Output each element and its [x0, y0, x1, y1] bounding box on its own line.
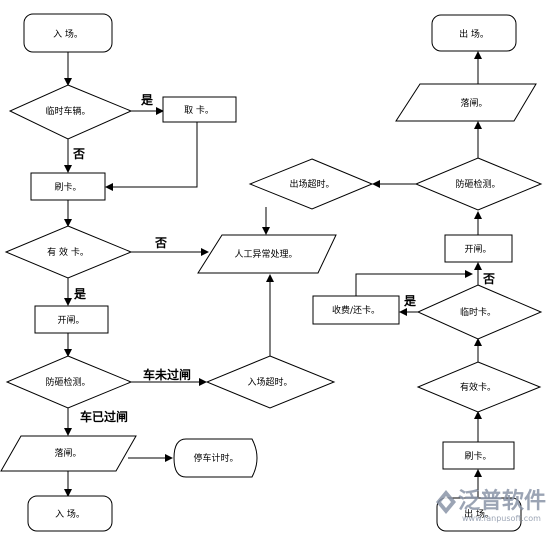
node-drop-gate-left: 落闸。 — [0, 435, 137, 472]
process-shape — [312, 295, 400, 325]
edge-label-no-swipe: 否 — [72, 147, 85, 161]
node-label: 临时卡。 — [460, 306, 496, 318]
node-entry-timeout: 入场超时。 — [205, 355, 336, 409]
node-label: 临时车辆。 — [45, 105, 90, 117]
node-drop-gate-right: 落闸。 — [395, 83, 537, 122]
decision-shape — [416, 361, 542, 413]
decision-shape — [416, 284, 543, 340]
node-exit-start: 出 场。 — [436, 497, 522, 532]
node-swipe-card-left: 刷卡。 — [30, 172, 106, 201]
edge-labels: 是 否 否 是 车未过闸 车已过闸 否 是 — [72, 93, 495, 424]
process-shape — [444, 234, 513, 263]
delay-shape — [173, 438, 258, 478]
terminal-shape — [436, 497, 522, 532]
edge-label-car-not-passed: 车未过闸 — [143, 367, 191, 382]
node-anti-smash-right: 防砸检测。 — [414, 157, 543, 211]
node-label: 防砸检测。 — [45, 376, 90, 388]
io-shape — [0, 435, 137, 472]
node-label: 入 场。 — [55, 509, 85, 520]
watermark-logo: 泛普软件 www.fanpusoft.com — [436, 488, 546, 523]
decision-shape — [205, 355, 336, 409]
edge-label-yes-open-gate: 是 — [73, 287, 87, 301]
edge-label-yes-pay: 是 — [403, 294, 417, 308]
node-label: 有 效 卡。 — [47, 246, 89, 258]
decision-shape — [5, 355, 133, 409]
node-label: 开闸。 — [57, 315, 84, 326]
terminal-shape — [27, 495, 113, 532]
node-label: 刷卡。 — [464, 450, 491, 462]
node-pay-return-card: 收费/还卡。 — [312, 295, 400, 325]
terminal-shape — [23, 13, 113, 53]
node-valid-card: 有 效 卡。 — [4, 225, 133, 279]
decision-shape — [8, 84, 133, 140]
process-shape — [442, 441, 515, 470]
edge-label-yes-take-card: 是 — [140, 93, 154, 107]
node-label: 入 场。 — [53, 29, 83, 40]
node-anti-smash-left: 防砸检测。 — [5, 355, 133, 409]
node-exit-end: 出 场。 — [431, 14, 517, 52]
node-label: 人工异常处理。 — [234, 248, 297, 260]
node-temp-vehicle: 临时车辆。 — [8, 84, 133, 140]
decision-shape — [414, 157, 543, 211]
node-entry-end: 入 场。 — [27, 495, 113, 532]
io-shape — [395, 83, 537, 122]
node-swipe-card-right: 刷卡。 — [442, 441, 515, 470]
node-temp-card-right: 临时卡。 — [416, 284, 543, 340]
node-exit-timeout: 出场超时。 — [248, 158, 374, 210]
node-entry-start: 入 场。 — [23, 13, 113, 53]
logo-url: www.fanpusoft.com — [462, 514, 541, 523]
process-shape — [30, 172, 106, 201]
node-label: 出 场。 — [459, 28, 489, 40]
node-valid-card-right: 有效卡。 — [416, 361, 542, 413]
logo-name: 泛普软件 — [458, 488, 546, 514]
node-label: 开闸。 — [464, 244, 491, 255]
process-shape — [34, 305, 109, 334]
node-label: 落闸。 — [460, 97, 487, 109]
edges-exit — [262, 51, 482, 498]
node-label: 取 卡。 — [184, 104, 214, 116]
node-label: 有效卡。 — [460, 381, 496, 393]
node-open-gate-left: 开闸。 — [34, 305, 109, 334]
edge-label-car-passed: 车已过闸 — [80, 409, 128, 424]
node-open-gate-right: 开闸。 — [444, 234, 513, 263]
node-label: 防砸检测。 — [455, 178, 500, 190]
node-parking-timer: 停车计时。 — [173, 438, 258, 478]
node-label: 出 场。 — [464, 508, 494, 520]
node-manual-exception: 人工异常处理。 — [197, 234, 337, 274]
node-label: 出场超时。 — [289, 178, 334, 190]
io-shape — [197, 234, 337, 274]
terminal-shape — [431, 14, 517, 52]
edge-label-no-manual: 否 — [154, 236, 167, 250]
edges-entry — [64, 52, 274, 497]
node-label: 入场超时。 — [247, 376, 292, 388]
edge-takecard-to-swipe — [105, 122, 198, 191]
node-label: 落闸。 — [54, 447, 81, 459]
logo-mark-icon — [436, 490, 456, 514]
process-shape — [162, 96, 237, 123]
edge-pay-to-open — [355, 270, 473, 296]
edge-label-no-open-gate-right: 否 — [482, 272, 495, 286]
node-label: 停车计时。 — [193, 452, 238, 464]
decision-shape — [4, 225, 133, 279]
node-take-card: 取 卡。 — [162, 96, 237, 123]
node-label: 刷卡。 — [54, 181, 81, 193]
node-label: 收费/还卡。 — [332, 304, 380, 316]
decision-shape — [248, 158, 374, 210]
